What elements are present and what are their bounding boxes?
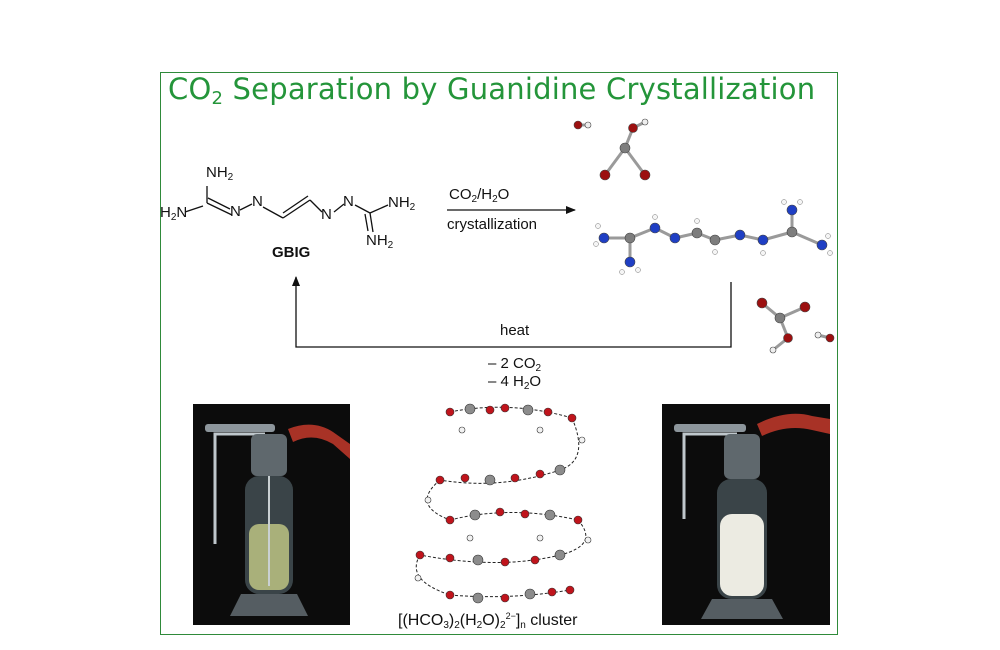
nh2-bottom-label: NH2 [366,232,394,251]
figure-frame [160,72,838,635]
nh2-top-label: NH2 [206,164,234,183]
h2n-left-label: H2N [160,204,188,223]
azine-n1-label: N [230,203,241,220]
azine-n4-label: N [343,193,354,210]
azine-n2-label: N [252,193,263,210]
loss-h2o-label: – 4 H2O [488,373,542,392]
cluster-formula-label: [(HCO3)2(H2O)22−]n cluster [398,611,578,631]
figure-title: CO2 Separation by Guanidine Crystallizat… [168,72,816,109]
nh2-right-label: NH2 [388,194,416,213]
gas-bubbler-turbid-illustration [674,413,830,619]
loss-co2-label: – 2 CO2 [488,355,542,374]
return-arrow [292,276,732,348]
gbig-name-label: GBIG [272,244,311,261]
forward-reagent-label: CO2/H2O [449,186,510,205]
forward-condition-label: crystallization [447,216,538,233]
photo-turbid-solution [662,404,830,625]
gas-bubbler-clear-illustration [205,424,350,616]
azine-n3-label: N [321,206,332,223]
heat-label: heat [500,322,530,339]
photo-clear-solution [193,404,350,625]
